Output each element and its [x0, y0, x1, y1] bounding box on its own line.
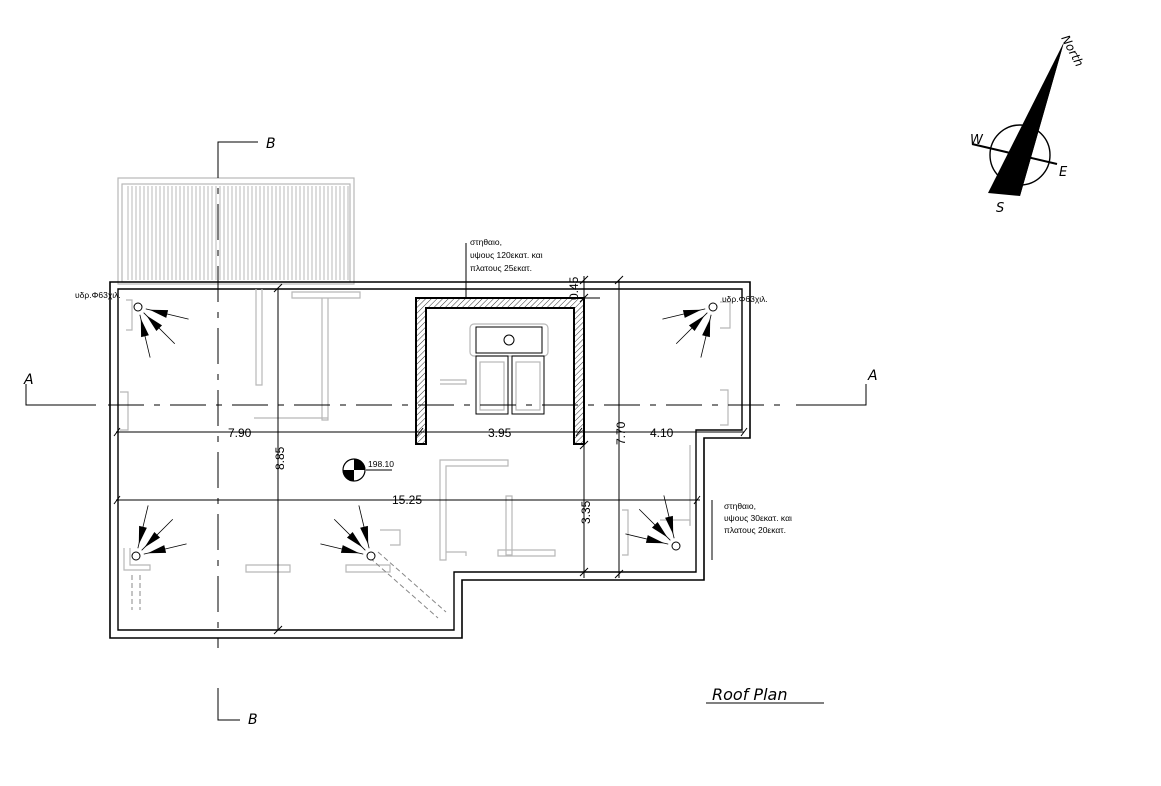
section-b-bottom-label: B [248, 712, 258, 728]
dim-7-70: 7.70 [614, 421, 628, 445]
compass-west-label: W [970, 133, 984, 148]
roof-drains [131, 302, 718, 561]
roof-drain [366, 551, 376, 561]
slope-arrowhead [346, 531, 363, 548]
roof-drain [131, 551, 141, 561]
dim-7-90: 7.90 [228, 426, 252, 440]
compass-south-label: S [996, 201, 1004, 216]
slope-arrowhead [340, 545, 360, 554]
slope-arrowhead [651, 521, 668, 538]
roof-drain [671, 541, 681, 551]
dim-3-95: 3.95 [488, 426, 512, 440]
roof-plan-title: Roof Plan [712, 685, 787, 704]
slope-arrowhead [645, 535, 665, 544]
slope-arrowhead [140, 318, 149, 338]
drawing-title: Roof Plan [706, 685, 824, 704]
building-outline [109, 281, 751, 639]
slope-arrowhead [360, 525, 369, 545]
note-drain-left: υδρ.Φ63χιλ. [75, 290, 121, 300]
dim-15-25: 15.25 [392, 493, 422, 507]
roof-drain [133, 302, 143, 312]
slope-arrowhead [682, 309, 702, 318]
level-value: 198.10 [368, 459, 394, 469]
compass-east-label: E [1059, 165, 1068, 180]
compass-north-label: North [1058, 33, 1086, 69]
water-tank-unit [469, 323, 549, 415]
parapet-block [415, 297, 585, 445]
section-line-a: A A [23, 368, 878, 406]
dim-4-10: 4.10 [650, 426, 674, 440]
note-parapet-top-3: πλατους 25εκατ. [470, 263, 532, 273]
section-a-left-label: A [23, 372, 34, 388]
slope-arrowhead [688, 315, 705, 332]
slope-arrowhead [149, 309, 169, 318]
ribbed-canopy [117, 177, 355, 285]
note-parapet-right-3: πλατους 20εκατ. [724, 525, 786, 535]
slope-arrowhead [138, 525, 147, 545]
section-b-top-label: B [266, 136, 276, 152]
annotations: στηθαιο, υψους 120εκατ. και πλατους 25εκ… [75, 237, 792, 560]
slope-arrowhead [147, 545, 167, 554]
slope-arrowhead [702, 318, 711, 338]
north-arrow-compass: North W E S [970, 33, 1086, 216]
ghost-interior-walls [120, 289, 731, 619]
note-parapet-top-1: στηθαιο, [470, 237, 502, 247]
slope-arrowhead [144, 531, 161, 548]
slope-arrowhead [665, 515, 674, 535]
dim-3-35: 3.35 [579, 500, 593, 524]
section-a-right-label: A [867, 368, 878, 384]
dim-0-45: 0.45 [567, 276, 581, 300]
note-parapet-top-2: υψους 120εκατ. και [470, 250, 543, 260]
dim-8-85: 8.85 [273, 446, 287, 470]
note-drain-right: υδρ.Φ63χιλ. [722, 294, 768, 304]
slope-arrowhead [146, 315, 163, 332]
section-line-b: B B [217, 136, 276, 728]
level-marker: 198.10 [342, 458, 394, 482]
roof-drain [708, 302, 718, 312]
note-parapet-right-2: υψους 30εκατ. και [724, 513, 792, 523]
dimension-lines: 7.90 3.95 4.10 15.25 8.85 7.70 3.35 0.45 [113, 275, 748, 635]
note-parapet-right-1: στηθαιο, [724, 501, 756, 511]
